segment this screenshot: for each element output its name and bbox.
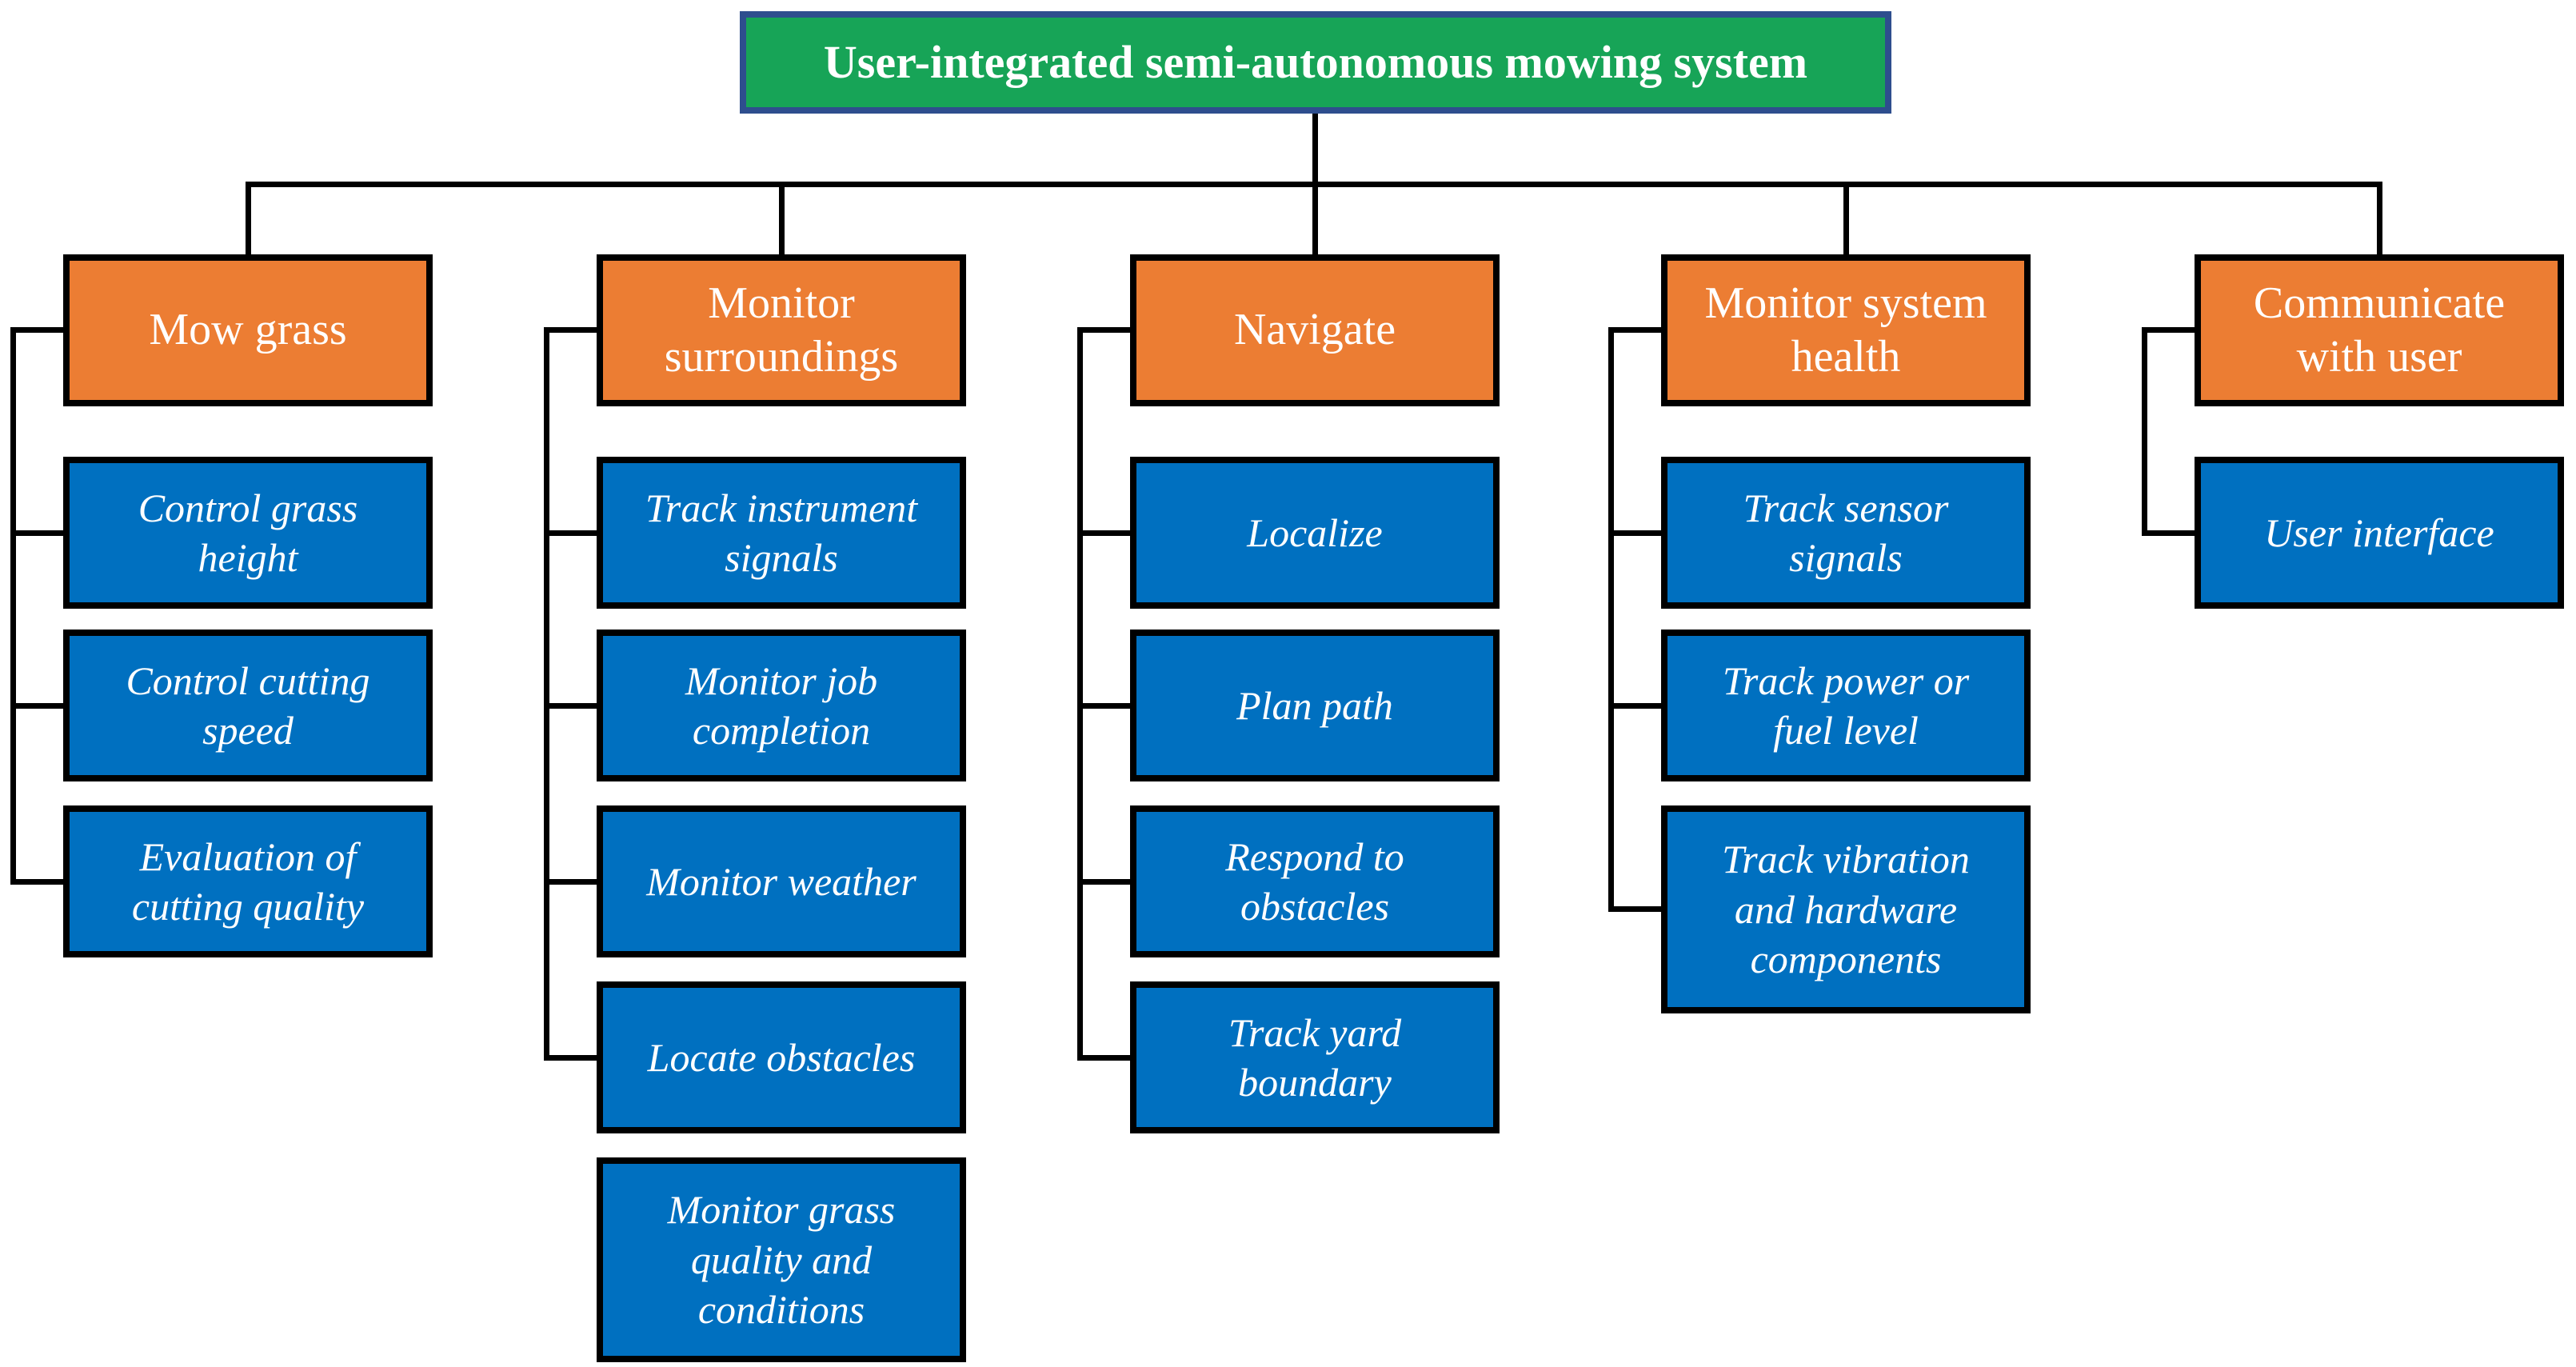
connector-root-drop <box>1312 114 1318 187</box>
connector-trunk-col4 <box>1608 327 1614 912</box>
child-control-grass-height: Control grass height <box>63 457 433 609</box>
child-track-yard-boundary: Track yard boundary <box>1130 981 1500 1133</box>
root-box: User-integrated semi-autonomous mowing s… <box>740 11 1891 114</box>
connector-stub-col3-child1 <box>1077 530 1130 536</box>
child-monitor-weather: Monitor weather <box>597 805 966 957</box>
connector-drop-col4 <box>1843 184 1849 258</box>
connector-stub-col5-header <box>2142 327 2195 333</box>
child-locate-obstacles: Locate obstacles <box>597 981 966 1133</box>
connector-trunk-col5 <box>2142 327 2147 536</box>
connector-stub-col4-child1 <box>1608 530 1661 536</box>
connector-stub-col3-child2 <box>1077 703 1130 709</box>
child-control-cutting-speed: Control cutting speed <box>63 630 433 781</box>
connector-drop-col3 <box>1312 184 1318 258</box>
child-evaluation-of-cutting-quality: Evaluation of cutting quality <box>63 805 433 957</box>
child-track-vibration-and-hardware-components: Track vibration and hardware components <box>1661 805 2031 1013</box>
connector-trunk-col3 <box>1077 327 1083 1061</box>
connector-drop-col2 <box>779 184 785 258</box>
connector-drop-col1 <box>246 184 251 258</box>
connector-stub-col5-child1 <box>2142 530 2195 536</box>
connector-stub-col2-child4 <box>544 1055 597 1061</box>
header-communicate-with-user: Communicate with user <box>2195 254 2564 406</box>
header-navigate: Navigate <box>1130 254 1500 406</box>
child-localize: Localize <box>1130 457 1500 609</box>
connector-stub-col4-child2 <box>1608 703 1661 709</box>
connector-stub-col1-header <box>10 327 63 333</box>
connector-stub-col1-child3 <box>10 879 63 885</box>
connector-stub-col2-header <box>544 327 597 333</box>
connector-stub-col3-child4 <box>1077 1055 1130 1061</box>
connector-stub-col4-header <box>1608 327 1661 333</box>
connector-stub-col2-child3 <box>544 879 597 885</box>
connector-stub-col2-child1 <box>544 530 597 536</box>
child-monitor-grass-quality-and-conditions: Monitor grass quality and conditions <box>597 1157 966 1362</box>
connector-drop-col5 <box>2377 184 2382 258</box>
child-respond-to-obstacles: Respond to obstacles <box>1130 805 1500 957</box>
connector-trunk-col2 <box>544 327 549 1061</box>
connector-stub-col1-child2 <box>10 703 63 709</box>
connector-stub-col2-child2 <box>544 703 597 709</box>
child-track-instrument-signals: Track instrument signals <box>597 457 966 609</box>
header-monitor-surroundings: Monitor surroundings <box>597 254 966 406</box>
header-monitor-system-health: Monitor system health <box>1661 254 2031 406</box>
child-track-sensor-signals: Track sensor signals <box>1661 457 2031 609</box>
child-plan-path: Plan path <box>1130 630 1500 781</box>
header-mow-grass: Mow grass <box>63 254 433 406</box>
connector-stub-col3-header <box>1077 327 1130 333</box>
connector-stub-col4-child3 <box>1608 906 1661 912</box>
connector-trunk-col1 <box>10 327 16 885</box>
child-track-power-or-fuel-level: Track power or fuel level <box>1661 630 2031 781</box>
child-user-interface: User interface <box>2195 457 2564 609</box>
connector-stub-col3-child3 <box>1077 879 1130 885</box>
connector-stub-col1-child1 <box>10 530 63 536</box>
child-monitor-job-completion: Monitor job completion <box>597 630 966 781</box>
